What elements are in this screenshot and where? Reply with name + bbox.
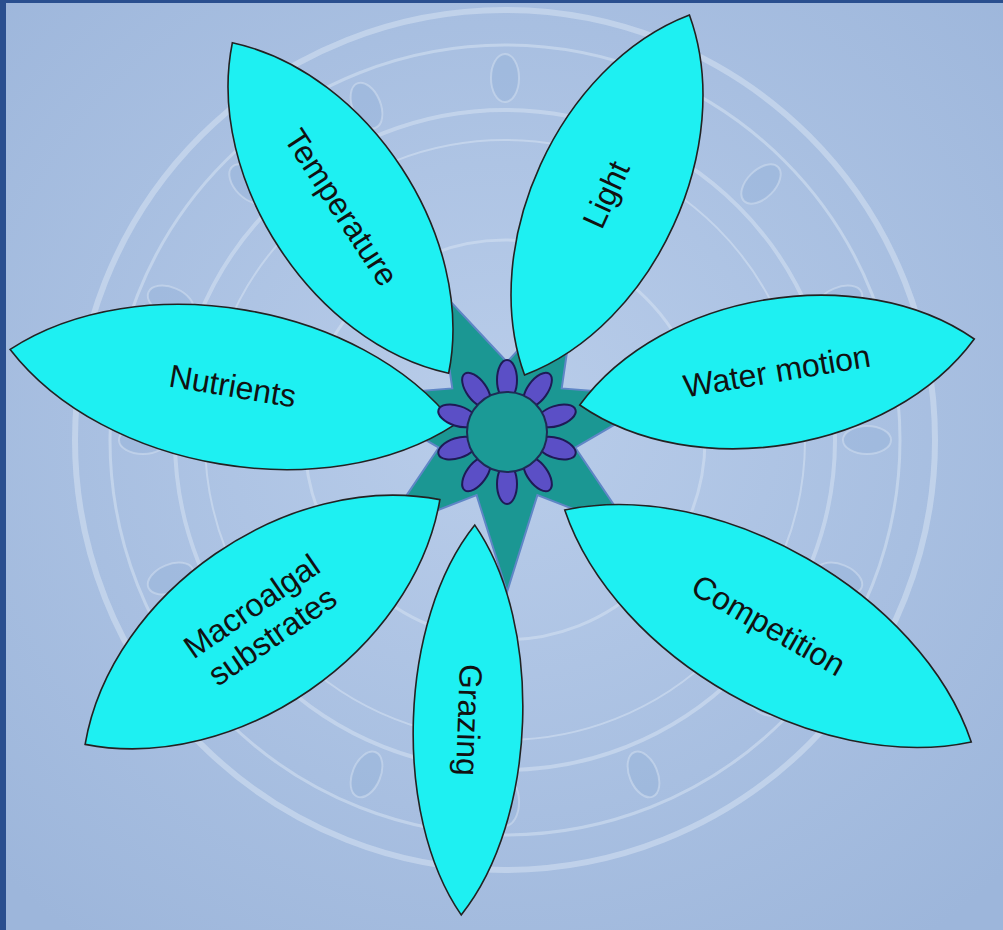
inner-petal [497,464,517,504]
inner-petal [435,432,479,463]
inner-petal [497,360,517,400]
petal-label: Grazing [448,663,488,776]
watermark-ornament [491,54,519,102]
inner-petal [518,452,558,496]
inner-petal [534,432,578,463]
petal-node: Competition [525,441,1003,812]
inner-petal [457,368,497,412]
watermark-ornament [344,747,388,802]
inner-petal [435,400,479,431]
inner-petal [457,452,497,496]
watermark-ornament [734,157,788,211]
inner-petal [534,400,578,431]
watermark-ornament [621,747,665,802]
watermark-ornament [843,426,891,454]
petal-node: Grazing [405,523,531,917]
petal-node: Water motion [567,265,986,479]
inner-petal [518,368,558,412]
